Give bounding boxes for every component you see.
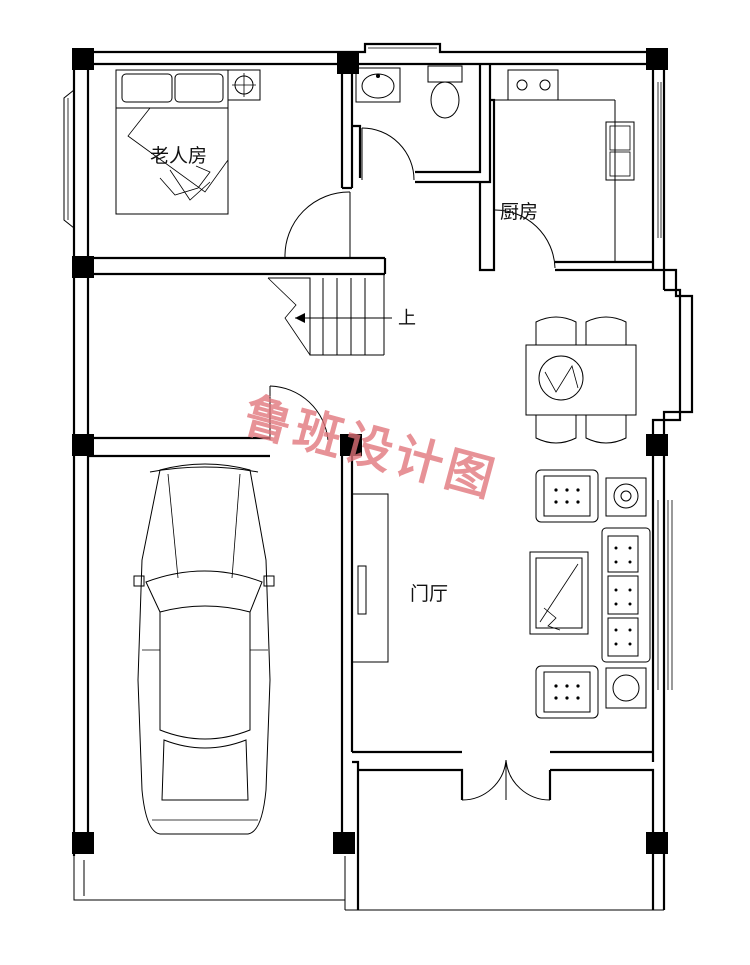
sofa: [601, 527, 651, 663]
window-living: [657, 500, 673, 690]
shoe-cabinet: [351, 493, 389, 663]
stove: [507, 69, 559, 101]
foyer-label: 门厅: [410, 583, 448, 605]
columns: [72, 48, 668, 854]
toilet: [427, 65, 463, 119]
coffee-table: [529, 551, 589, 635]
window-elder-room: [63, 89, 75, 229]
interior-walls: [73, 64, 655, 910]
side-table-top: [605, 477, 647, 517]
armchair-top: [535, 469, 599, 523]
elder-room-label: 老人房: [150, 145, 207, 167]
car: [133, 463, 275, 835]
window-kitchen: [657, 82, 662, 238]
dining-table: [525, 316, 637, 444]
bed: [115, 69, 229, 215]
doors: [269, 127, 556, 801]
staircase: 上: [267, 274, 416, 356]
side-table-bottom: [605, 667, 647, 709]
kitchen-label: 厨房: [500, 201, 538, 223]
sink: [605, 121, 635, 181]
nightstand: [227, 69, 261, 101]
washbasin: [355, 67, 401, 103]
watermark-text: 鲁班设计图: [238, 387, 504, 508]
armchair-bottom: [535, 665, 599, 719]
dining-label: 餐厅: [548, 355, 586, 377]
stair-up-label: 上: [398, 308, 416, 329]
